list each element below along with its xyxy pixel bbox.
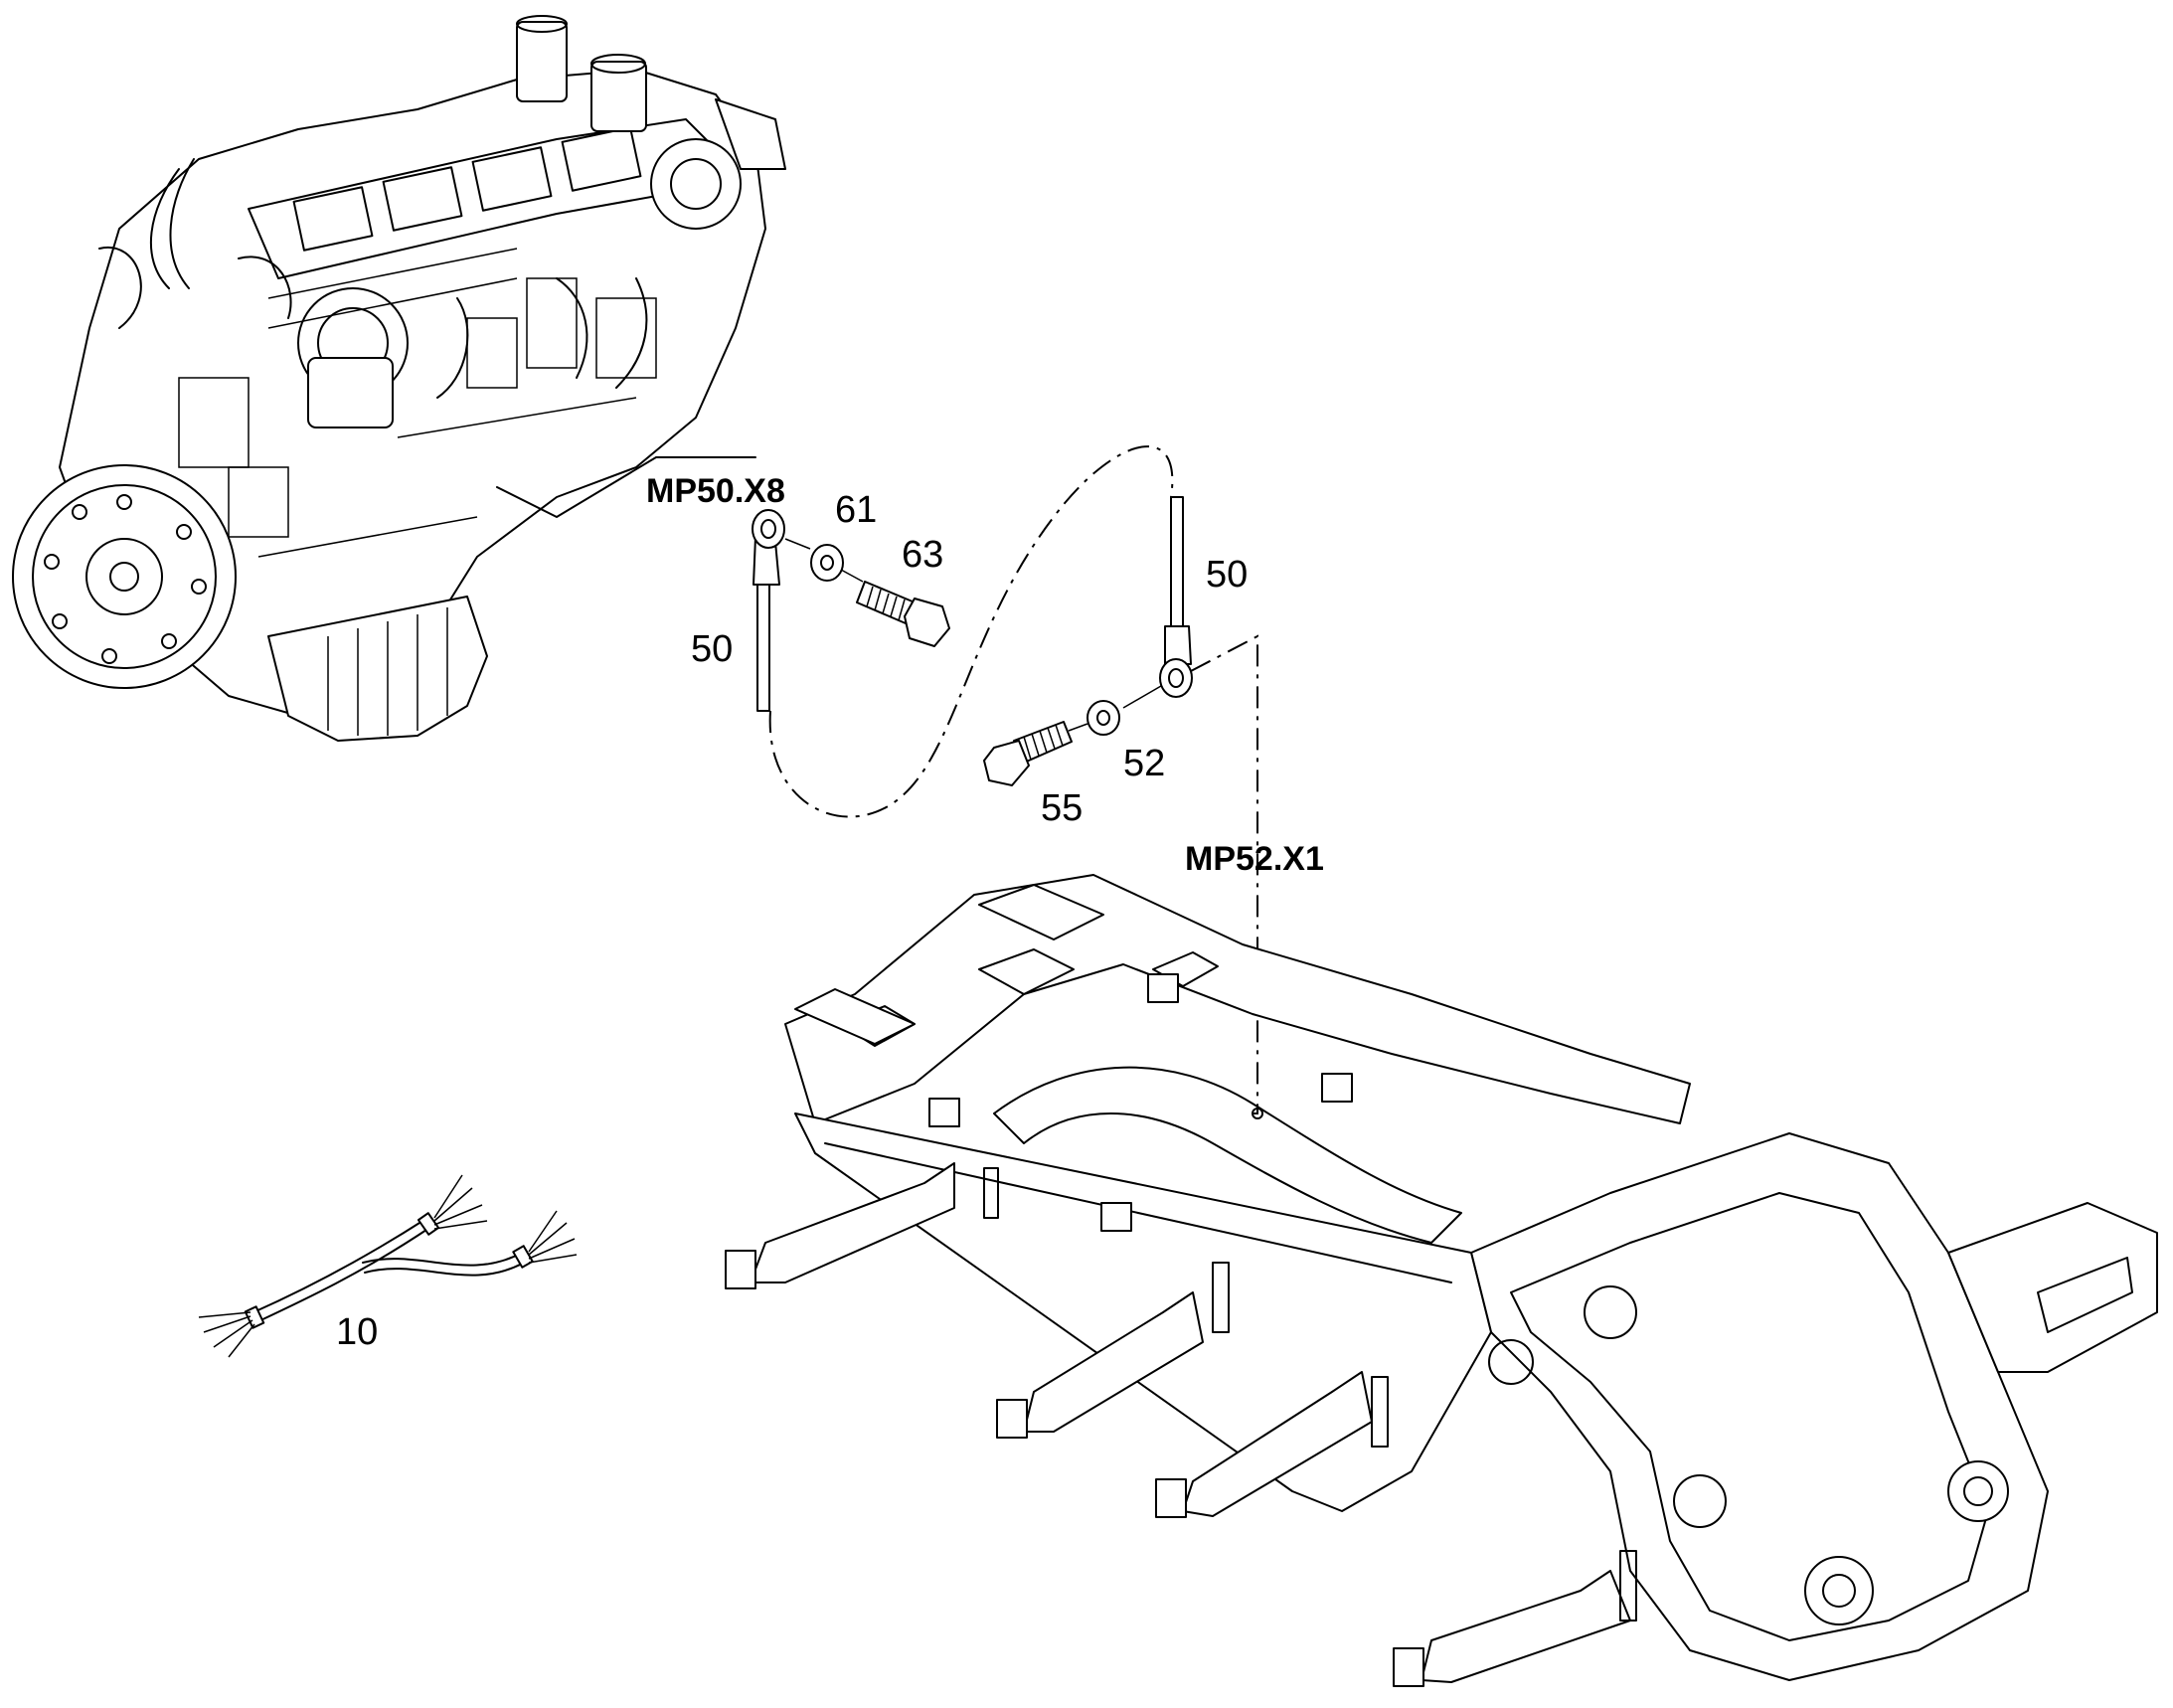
- callout-55: 55: [1041, 787, 1083, 829]
- connection-line-mp52: [1190, 634, 1258, 1114]
- flywheel: [12, 464, 237, 689]
- engine-assembly: [12, 15, 786, 742]
- wiring-harness-10: [198, 1174, 578, 1358]
- washer-52: [1068, 700, 1120, 736]
- callout-61: 61: [835, 489, 877, 531]
- callout-63: 63: [902, 534, 943, 576]
- callout-10: 10: [336, 1311, 378, 1353]
- callout-50-right: 50: [1206, 554, 1248, 596]
- outrigger-arm-2: [996, 1291, 1204, 1439]
- connection-line-loop: [768, 445, 1174, 818]
- label-mp52-x1: MP52.X1: [1185, 840, 1324, 878]
- label-mp50-x8: MP50.X8: [646, 472, 785, 510]
- bolt-55: [983, 721, 1073, 786]
- callout-52: 52: [1123, 743, 1165, 784]
- outrigger-arm-1: [725, 1162, 955, 1289]
- chassis-frame: [725, 874, 2158, 1687]
- outrigger-arm-4: [1393, 1570, 1631, 1687]
- bolt-63: [856, 581, 950, 647]
- ground-cable-50-left: [752, 509, 811, 712]
- ground-cable-50-right: [1122, 496, 1193, 709]
- washer-61: [810, 544, 864, 583]
- callout-50-left: 50: [691, 628, 733, 670]
